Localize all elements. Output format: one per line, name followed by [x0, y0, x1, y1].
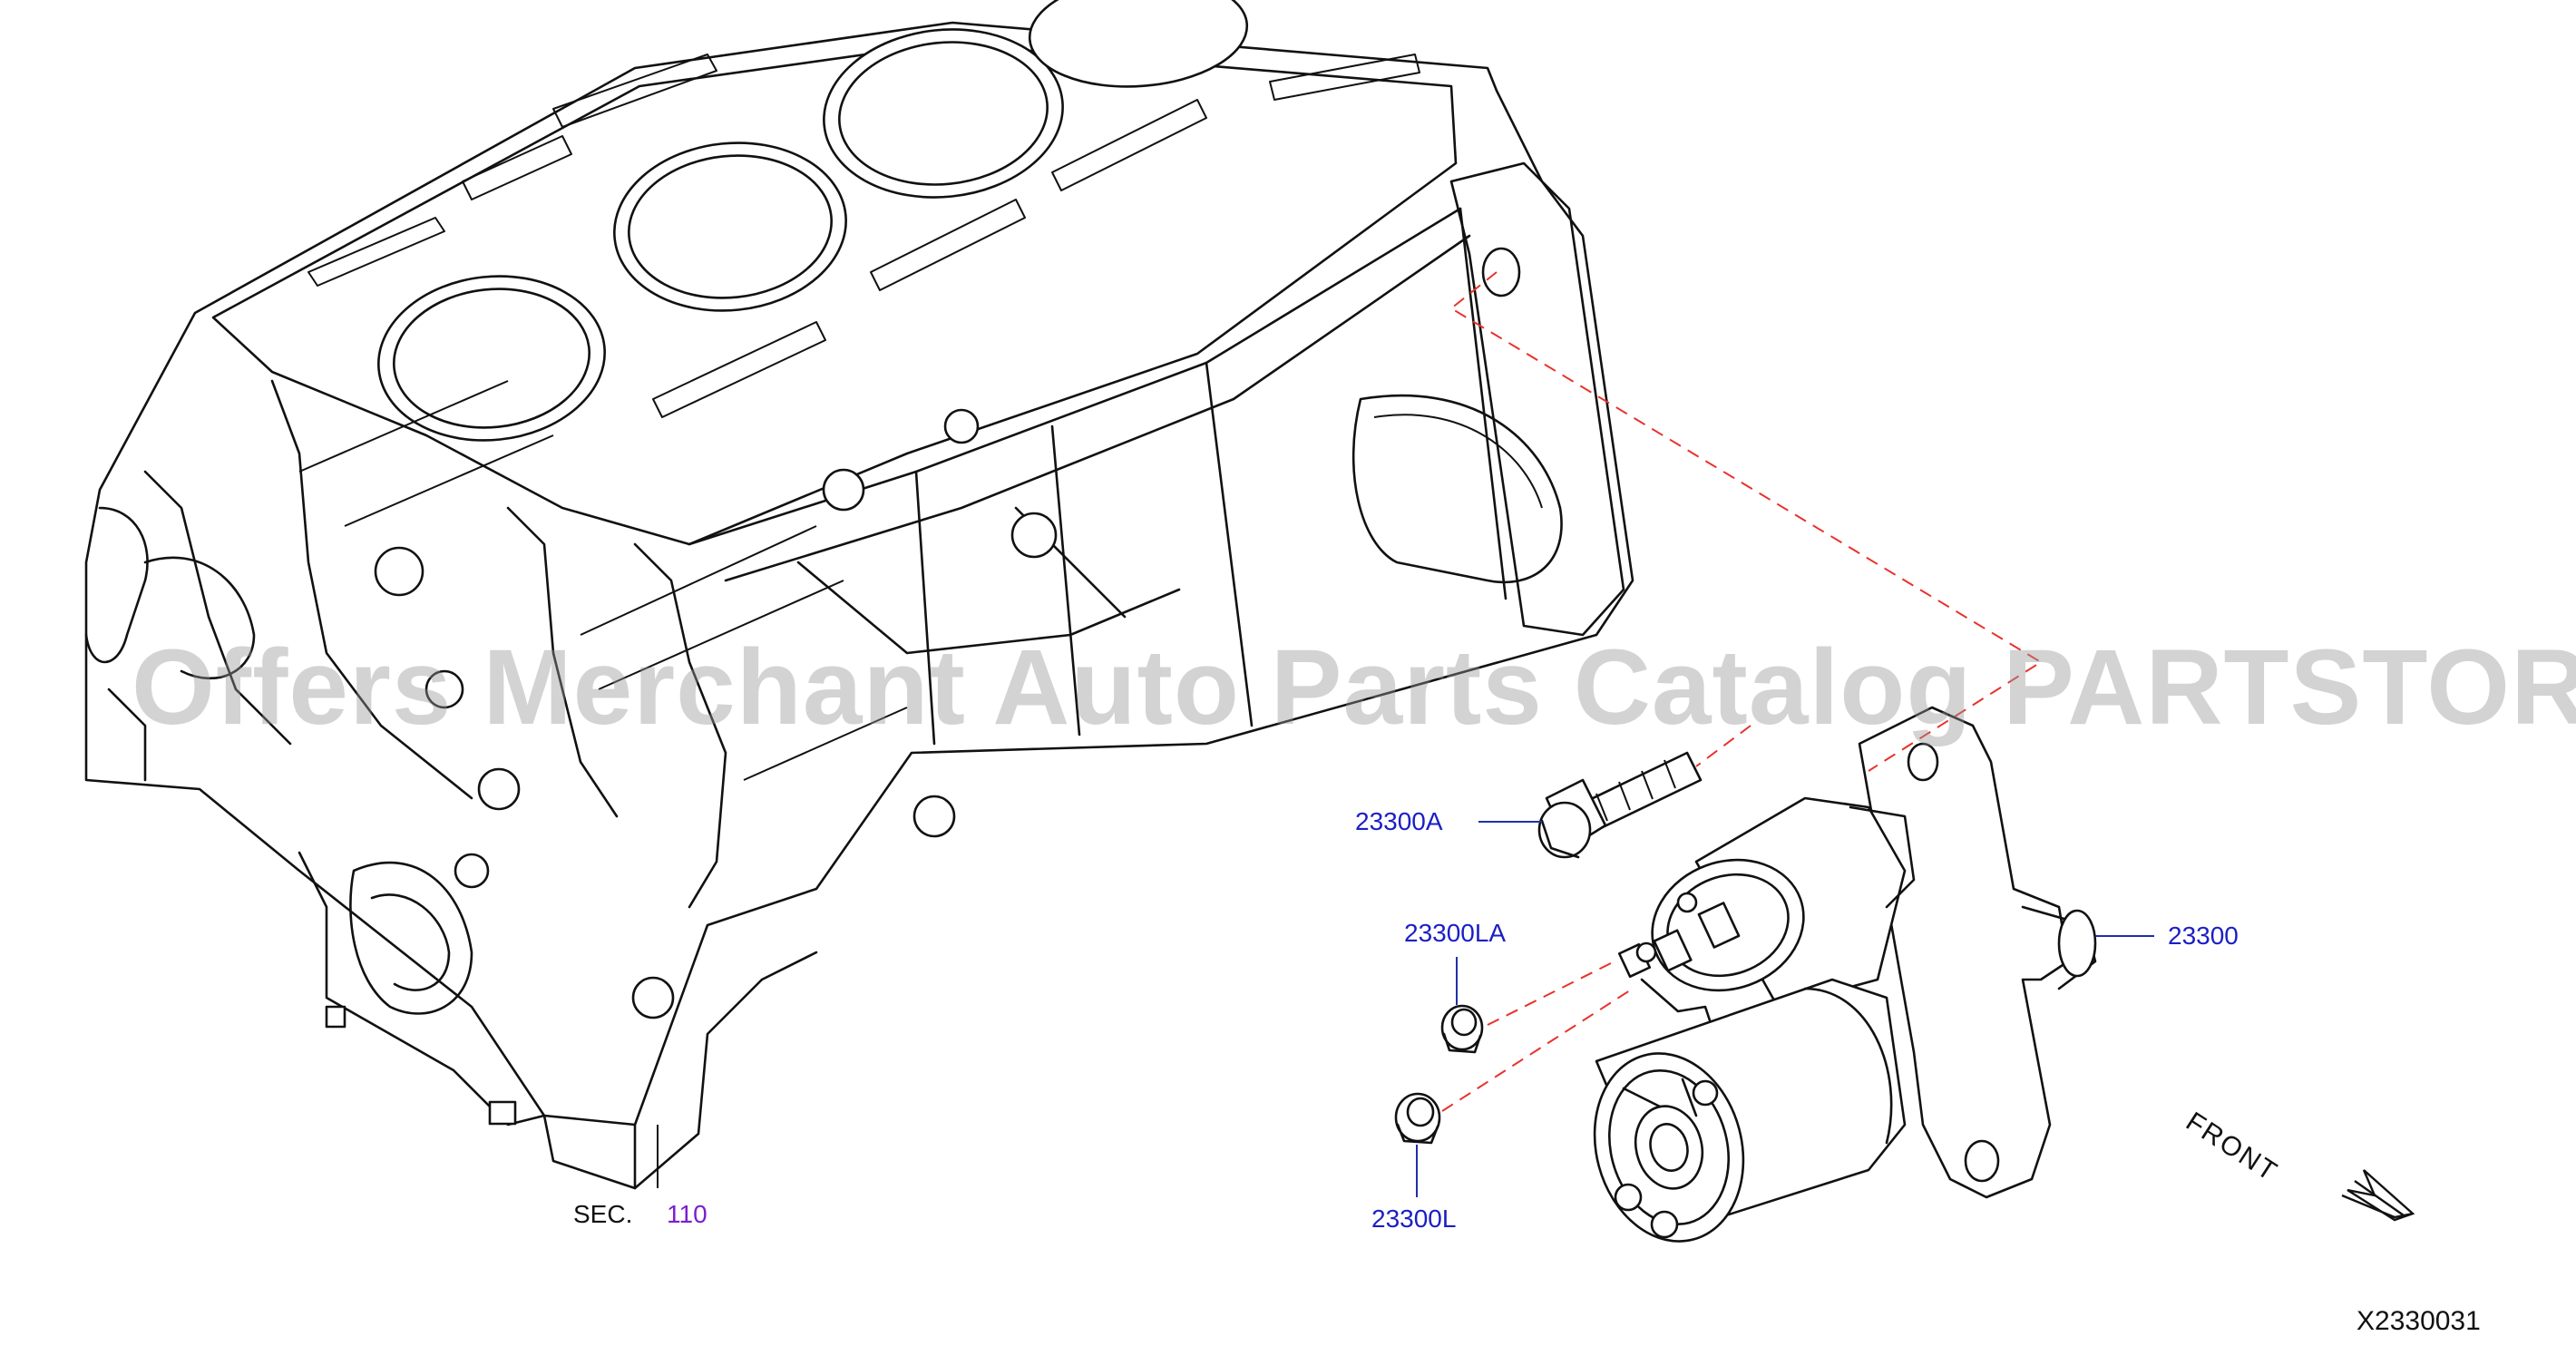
part-label-23300a[interactable]: 23300A [1355, 807, 1443, 835]
section-ref-prefix: SEC. [573, 1200, 633, 1228]
part-label-23300l[interactable]: 23300L [1371, 1205, 1457, 1233]
assembly-dashed-lines [1441, 271, 2043, 1112]
bolt-23300a-illustration [1537, 751, 1703, 859]
figure-code: X2330031 [2356, 1306, 2481, 1336]
starter-motor-illustration [1593, 706, 2097, 1243]
watermark-text: Offers Merchant Auto Parts Catalog PARTS… [132, 628, 2576, 747]
nut-23300la-illustration [1440, 1004, 1484, 1054]
part-label-23300[interactable]: 23300 [2168, 922, 2239, 950]
section-ref-number[interactable]: 110 [667, 1200, 707, 1228]
engine-block-illustration [84, 0, 1634, 1190]
nut-23300l-illustration [1394, 1092, 1441, 1145]
front-arrow-icon [2341, 1169, 2415, 1222]
part-label-23300la[interactable]: 23300LA [1404, 919, 1507, 947]
